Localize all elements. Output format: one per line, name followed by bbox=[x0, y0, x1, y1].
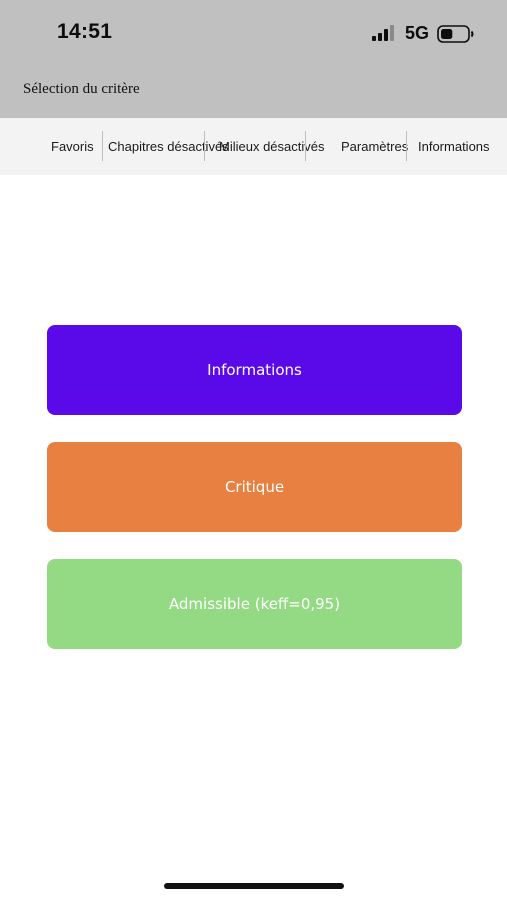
signal-bars-icon bbox=[372, 25, 394, 41]
header-bar: 14:51 5G Sélection du critère bbox=[0, 0, 507, 118]
tab-divider bbox=[204, 131, 205, 161]
tab-parametres[interactable]: Paramètres bbox=[341, 139, 409, 154]
page-title: Sélection du critère bbox=[23, 81, 140, 97]
tab-informations[interactable]: Informations bbox=[418, 139, 490, 154]
tab-divider bbox=[102, 131, 103, 161]
tab-milieux-desactives[interactable]: Milieux désactivés bbox=[219, 139, 325, 154]
admissible-button-label: Admissible (keff=0,95) bbox=[168, 595, 341, 613]
network-type-label: 5G bbox=[405, 23, 430, 43]
tab-divider bbox=[305, 131, 306, 161]
tab-divider bbox=[406, 131, 407, 161]
home-indicator[interactable] bbox=[164, 883, 344, 889]
admissible-button[interactable]: Admissible (keff=0,95) bbox=[47, 559, 462, 649]
informations-button-label: Informations bbox=[207, 361, 302, 379]
status-time: 14:51 bbox=[57, 20, 113, 43]
tab-chapitres-desactives[interactable]: Chapitres désactivés bbox=[108, 139, 229, 154]
critique-button-label: Critique bbox=[224, 478, 285, 496]
tab-bar: Favoris Chapitres désactivés Milieux dés… bbox=[0, 118, 507, 175]
tab-favoris[interactable]: Favoris bbox=[51, 139, 94, 154]
critique-button[interactable]: Critique bbox=[47, 442, 462, 532]
battery-icon bbox=[437, 25, 474, 43]
informations-button[interactable]: Informations bbox=[47, 325, 462, 415]
